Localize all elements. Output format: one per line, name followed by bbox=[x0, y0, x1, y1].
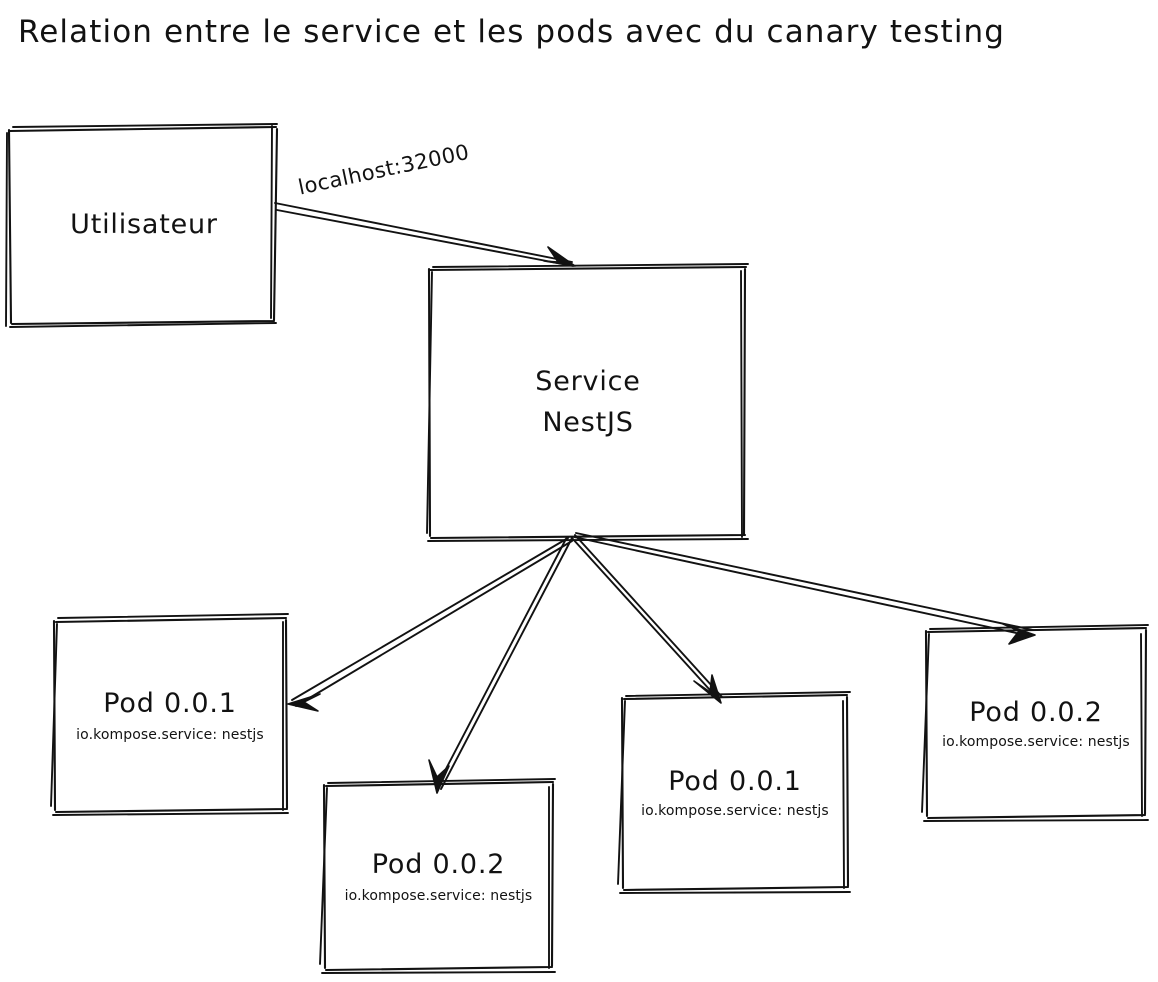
node-pod-3[interactable]: Pod 0.0.1 io.kompose.service: nestjs bbox=[620, 695, 850, 890]
node-pod-1-sublabel: io.kompose.service: nestjs bbox=[76, 726, 264, 743]
node-pod-1[interactable]: Pod 0.0.1 io.kompose.service: nestjs bbox=[52, 618, 288, 812]
node-pod-2-sublabel: io.kompose.service: nestjs bbox=[344, 887, 533, 904]
node-service-nestjs[interactable]: Service NestJS bbox=[428, 266, 748, 538]
page-title: Relation entre le service et les pods av… bbox=[18, 14, 1006, 50]
node-pod-4-label: Pod 0.0.2 bbox=[969, 696, 1103, 728]
edge-service-pod-3-line[interactable] bbox=[571, 534, 723, 704]
node-pod-1-outline[interactable] bbox=[50, 613, 289, 816]
node-utilisateur-label: Utilisateur bbox=[70, 208, 218, 240]
node-pod-4[interactable]: Pod 0.0.2 io.kompose.service: nestjs bbox=[924, 628, 1148, 818]
node-pod-1-label: Pod 0.0.1 bbox=[103, 687, 237, 719]
edge-service-pod-1-line[interactable] bbox=[287, 537, 573, 712]
node-utilisateur-outline[interactable] bbox=[5, 123, 279, 328]
node-pod-4-sublabel: io.kompose.service: nestjs bbox=[942, 733, 1130, 750]
node-service-label-line1: Service bbox=[535, 366, 641, 397]
node-pod-3-sublabel: io.kompose.service: nestjs bbox=[641, 803, 829, 819]
node-utilisateur[interactable]: Utilisateur bbox=[8, 126, 280, 322]
edge-service-pod-4-line[interactable] bbox=[573, 532, 1036, 645]
node-pod-2[interactable]: Pod 0.0.2 io.kompose.service: nestjs bbox=[322, 782, 555, 970]
node-pod-3-outline[interactable] bbox=[617, 691, 851, 894]
edge-service-pod-2-line[interactable] bbox=[428, 536, 573, 794]
node-pod-2-label: Pod 0.0.2 bbox=[371, 848, 506, 880]
node-service-label-line2: NestJS bbox=[542, 407, 634, 438]
node-service-nestjs-outline[interactable] bbox=[426, 263, 749, 542]
node-pod-3-label: Pod 0.0.1 bbox=[668, 766, 802, 797]
node-pod-4-outline[interactable] bbox=[921, 624, 1149, 822]
edge-user-service-line[interactable] bbox=[274, 202, 576, 267]
